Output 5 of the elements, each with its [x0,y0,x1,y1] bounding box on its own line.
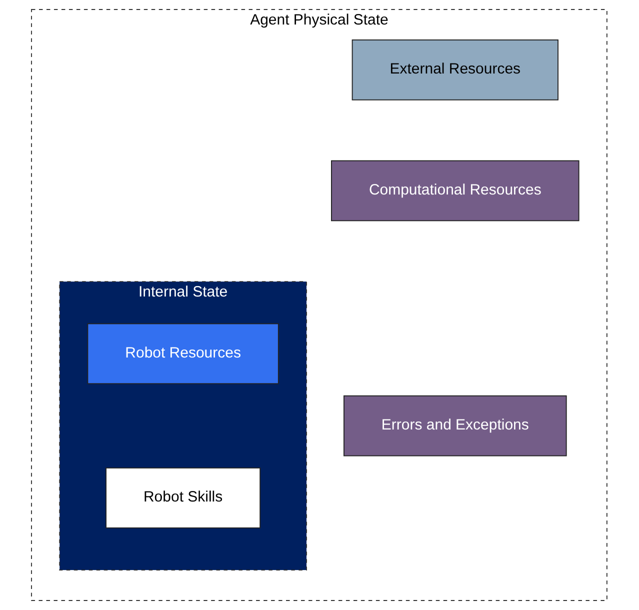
node-box: Computational Resources [331,160,580,222]
node-box: Errors and Exceptions [344,395,568,456]
node-box: External Resources [352,39,559,100]
node-box: Robot Skills [106,468,261,528]
node-box: Robot Resources [88,323,280,384]
